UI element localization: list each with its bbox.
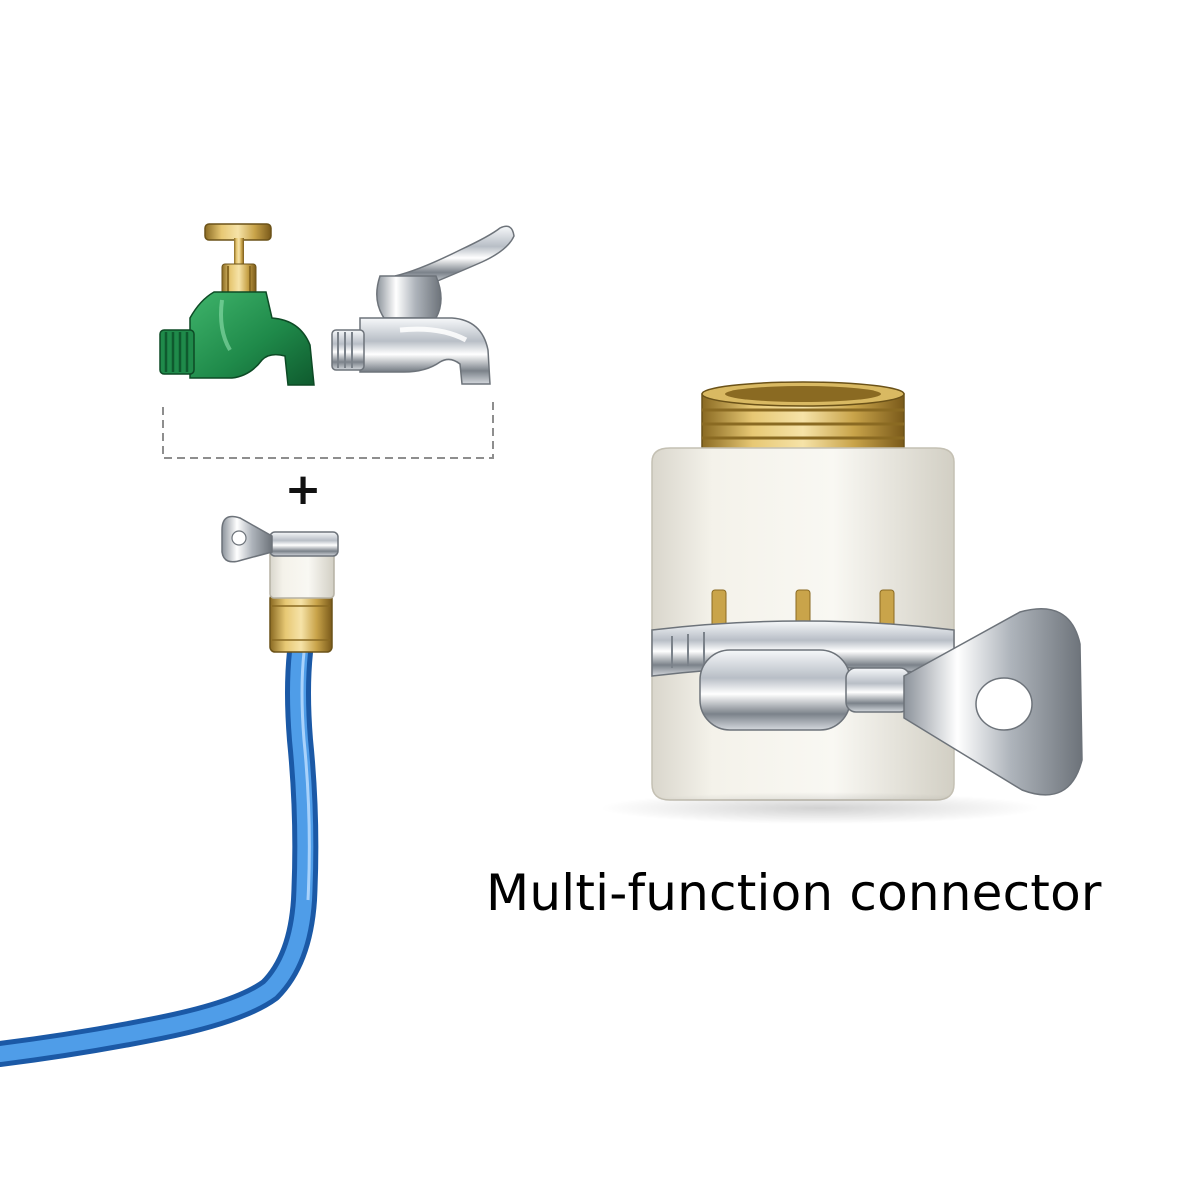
large-connector-icon [600, 381, 1083, 824]
product-caption: Multi-function connector [486, 864, 1102, 922]
dashed-bracket [162, 402, 494, 459]
plus-sign: + [284, 464, 322, 515]
chrome-tap-icon [331, 225, 515, 385]
connector-with-hose-icon [0, 515, 339, 1067]
green-tap-icon [159, 223, 315, 386]
